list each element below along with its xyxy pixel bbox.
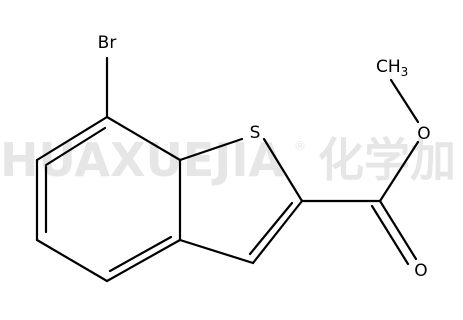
bond-c2-c3: [251, 199, 304, 265]
watermark: HUAXUEJIA ® 化学加: [0, 133, 456, 187]
bond-o-ch3: [389, 78, 420, 124]
watermark-registered: ®: [294, 139, 306, 153]
atom-methyl: CH3: [376, 57, 408, 79]
bond-s-c2: [262, 137, 304, 203]
bond-c2-c3-inner: [248, 201, 294, 256]
bond-c3-c3a: [178, 238, 255, 265]
atom-oxygen-ester: O: [417, 124, 430, 144]
benzene-ring: [35, 115, 182, 283]
atom-oxygen-carbonyl: O: [414, 261, 427, 281]
ester-group: [300, 78, 420, 266]
watermark-latin: HUAXUEJIA: [0, 133, 285, 187]
atom-sulfur: S: [250, 123, 261, 143]
bond-c4-c4-inner: [108, 235, 173, 273]
bond-c7-c7a: [105, 115, 182, 162]
bond-c3a-c4: [105, 238, 182, 283]
thiophene-ring: [178, 137, 304, 265]
methyl-main: CH: [376, 57, 401, 77]
bond-c6-c7: [35, 115, 109, 162]
bond-c4-c5: [35, 238, 109, 283]
bond-c7a-s: [178, 137, 244, 162]
methyl-sub: 3: [401, 65, 409, 79]
bond-ccarbonyl-o: [378, 140, 420, 203]
atom-bromine: Br: [98, 33, 117, 53]
watermark-chinese: 化学加: [318, 133, 456, 187]
bond-carbonyl-a: [378, 199, 418, 261]
bond-carbonyl-b: [370, 204, 410, 266]
bond-c6-c7-inner: [44, 126, 107, 167]
